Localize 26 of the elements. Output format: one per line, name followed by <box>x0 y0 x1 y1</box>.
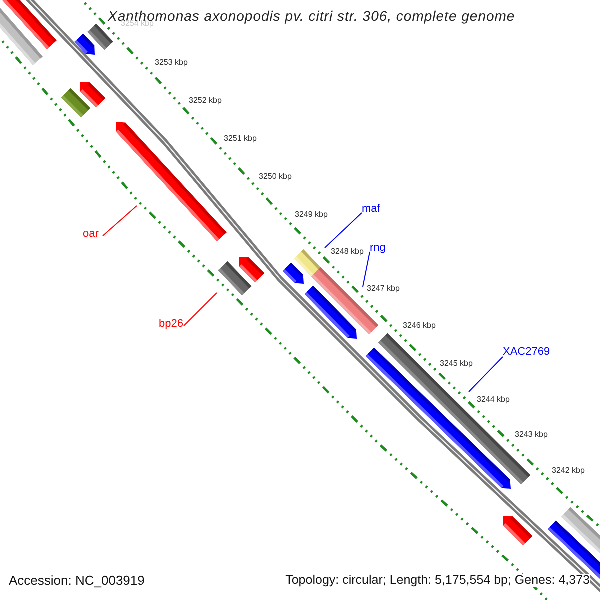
leader-line <box>468 356 504 392</box>
scale-label: 3250 kbp <box>259 173 292 181</box>
leader-line <box>324 212 362 248</box>
gene-label: XAC2769 <box>503 347 550 358</box>
scale-label: 3249 kbp <box>295 211 328 219</box>
scale-label: 3253 kbp <box>155 59 188 67</box>
scale-label: 3252 kbp <box>189 97 222 105</box>
scale-label: 3254 kbp <box>121 20 154 28</box>
leader-line <box>362 252 370 288</box>
gene-label: maf <box>362 204 380 215</box>
scale-label: 3248 kbp <box>331 248 364 256</box>
gene-label: oar <box>83 229 99 240</box>
genome-info-label: Topology: circular; Length: 5,175,554 bp; Genes: 4,373 <box>286 574 590 586</box>
scale-label: 3243 kbp <box>515 431 548 439</box>
gene-bar <box>218 262 252 296</box>
scale-label: 3242 kbp <box>552 467 585 475</box>
title: Xanthomonas axonopodis pv. citri str. 306, complete genome <box>108 9 516 23</box>
scale-label: 3244 kbp <box>477 396 510 404</box>
accession-label: Accession: NC_003919 <box>9 574 145 587</box>
gene-label: bp26 <box>159 319 184 330</box>
scale-label: 3251 kbp <box>224 135 257 143</box>
scale-label: 3245 kbp <box>440 360 473 368</box>
leader-line <box>184 292 218 326</box>
gene-label: rng <box>370 243 386 254</box>
scale-label: 3247 kbp <box>367 285 400 293</box>
leader-line <box>102 206 138 236</box>
